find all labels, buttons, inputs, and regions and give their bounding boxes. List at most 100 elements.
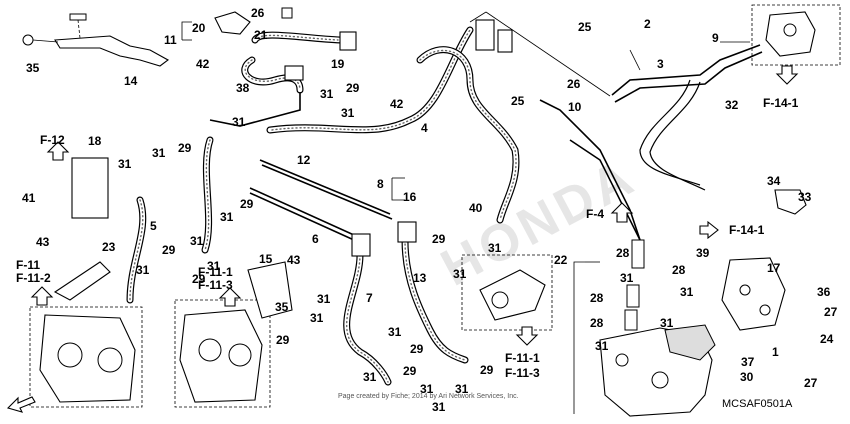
part-number: 29 xyxy=(480,363,494,377)
upper-hose-assembly xyxy=(214,7,357,94)
fitting-top-right xyxy=(751,4,841,66)
part-number: 34 xyxy=(767,174,781,188)
reference-label-f11-3: F-11-3 xyxy=(198,278,233,292)
part-number: 26 xyxy=(567,77,581,91)
up-arrow-icon xyxy=(30,286,54,306)
part-number: 3 xyxy=(657,57,664,71)
part-number: 31 xyxy=(152,146,166,160)
part-number: 31 xyxy=(595,339,609,353)
part-number: 7 xyxy=(366,291,373,305)
joint-assembly xyxy=(461,254,553,331)
reference-label-f14-1: F-14-1 xyxy=(763,96,799,110)
part-number: 8 xyxy=(377,177,384,191)
part-number: 31 xyxy=(680,285,694,299)
reference-arrows xyxy=(6,65,799,413)
part-number: 31 xyxy=(363,370,377,384)
part-number: 40 xyxy=(469,201,483,215)
up-arrow-icon xyxy=(610,202,634,223)
part-number: 15 xyxy=(259,252,273,266)
part-number: 31 xyxy=(453,267,467,281)
part-number: 31 xyxy=(432,400,446,414)
reference-label-f11-1: F-11-1 xyxy=(505,351,540,365)
part-number: 20 xyxy=(192,21,206,35)
down-arrow-icon xyxy=(515,326,539,346)
part-number: 9 xyxy=(712,31,719,45)
part-number: 31 xyxy=(488,241,502,255)
modulator-unit xyxy=(599,239,716,417)
part-number: 27 xyxy=(824,305,838,319)
right-arrow-icon xyxy=(699,220,719,240)
reference-label-f11-3: F-11-3 xyxy=(505,366,540,380)
part-number: 29 xyxy=(403,364,417,378)
part-number: 22 xyxy=(554,253,568,267)
part-number: 1 xyxy=(772,345,779,359)
part-number: 31 xyxy=(388,325,402,339)
part-number: 29 xyxy=(432,232,446,246)
part-number: 29 xyxy=(276,333,290,347)
part-number: 31 xyxy=(136,263,150,277)
part-number: 18 xyxy=(88,134,102,148)
front-arrow-icon xyxy=(6,396,36,413)
part-number: 32 xyxy=(725,98,739,112)
part-number: 31 xyxy=(190,234,204,248)
part-number: 31 xyxy=(220,210,234,224)
part-number: 31 xyxy=(620,271,634,285)
hose-4 xyxy=(209,19,520,224)
part-number: 31 xyxy=(118,157,132,171)
part-number: 29 xyxy=(192,272,206,286)
part-number: 31 xyxy=(455,382,469,396)
part-number: 21 xyxy=(254,28,268,42)
part-number: 38 xyxy=(236,81,250,95)
part-number: 30 xyxy=(740,370,754,384)
part-number: 42 xyxy=(196,57,210,71)
part-number: 25 xyxy=(511,94,525,108)
part-number: 43 xyxy=(36,235,50,249)
part-number: 17 xyxy=(767,261,781,275)
part-number: 24 xyxy=(820,332,834,346)
part-number: 12 xyxy=(297,153,311,167)
copyright-text: Page created by Fiche; 2014 by Ari Netwo… xyxy=(338,393,519,400)
part-number: 43 xyxy=(287,253,301,267)
part-number: 2 xyxy=(644,17,651,31)
part-number: 36 xyxy=(817,285,831,299)
part-number: 28 xyxy=(672,263,686,277)
part-number: 29 xyxy=(162,243,176,257)
up-arrow-icon xyxy=(218,287,242,307)
part-number: 31 xyxy=(320,87,334,101)
part-number: 29 xyxy=(346,81,360,95)
left-caliper xyxy=(29,261,143,408)
bracket-17 xyxy=(721,189,807,331)
part-number: 35 xyxy=(275,300,289,314)
part-number: 31 xyxy=(310,311,324,325)
part-number: 10 xyxy=(568,100,582,114)
part-number: 5 xyxy=(150,219,157,233)
part-number: 29 xyxy=(240,197,254,211)
part-number: 37 xyxy=(741,355,755,369)
part-number: 23 xyxy=(102,240,116,254)
up-arrow-icon xyxy=(46,141,70,161)
reference-label-f14-1: F-14-1 xyxy=(729,223,765,237)
part-number: 42 xyxy=(390,97,404,111)
reference-label-f12: F-12 xyxy=(40,133,65,147)
part-number: 6 xyxy=(312,232,319,246)
reference-label-f11-1: F-11-1 xyxy=(198,265,233,279)
part-number: 25 xyxy=(578,20,592,34)
part-number: 35 xyxy=(26,61,40,75)
part-number: 31 xyxy=(420,382,434,396)
part-number: 14 xyxy=(124,74,138,88)
part-number: 31 xyxy=(232,115,246,129)
reference-label-f11: F-11 xyxy=(16,258,40,272)
down-arrow-icon xyxy=(775,65,799,85)
part-number: 31 xyxy=(341,106,355,120)
part-number: 11 xyxy=(164,33,177,47)
reference-labels: F-12 F-11 F-11-2 F-11-1 F-11-3 F-11-1 F-… xyxy=(16,96,799,380)
part-number: 31 xyxy=(317,292,331,306)
middle-caliper xyxy=(174,261,293,408)
part-number: 31 xyxy=(660,316,674,330)
part-number: 16 xyxy=(403,190,417,204)
part-number: 26 xyxy=(251,6,265,20)
part-number: 28 xyxy=(616,246,630,260)
part-number: 28 xyxy=(590,291,604,305)
reference-label-f11-2: F-11-2 xyxy=(16,271,51,285)
part-number: 13 xyxy=(413,271,427,285)
